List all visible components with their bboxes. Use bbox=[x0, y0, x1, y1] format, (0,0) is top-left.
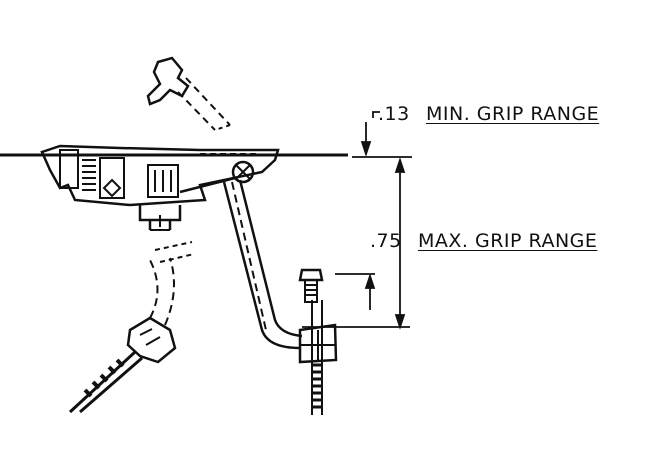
cable-assembly bbox=[68, 241, 195, 414]
min-grip-value: .13 bbox=[378, 103, 410, 125]
dimension-lines bbox=[302, 111, 412, 330]
lever-arm bbox=[222, 179, 303, 350]
stop-bolt bbox=[298, 268, 324, 303]
threaded-rod bbox=[298, 300, 338, 415]
latch-body bbox=[40, 144, 280, 231]
min-grip-label: MIN. GRIP RANGE bbox=[426, 103, 600, 125]
max-grip-label: MAX. GRIP RANGE bbox=[418, 230, 598, 252]
max-grip-value: .75 bbox=[370, 230, 402, 252]
handle-released bbox=[146, 56, 231, 131]
